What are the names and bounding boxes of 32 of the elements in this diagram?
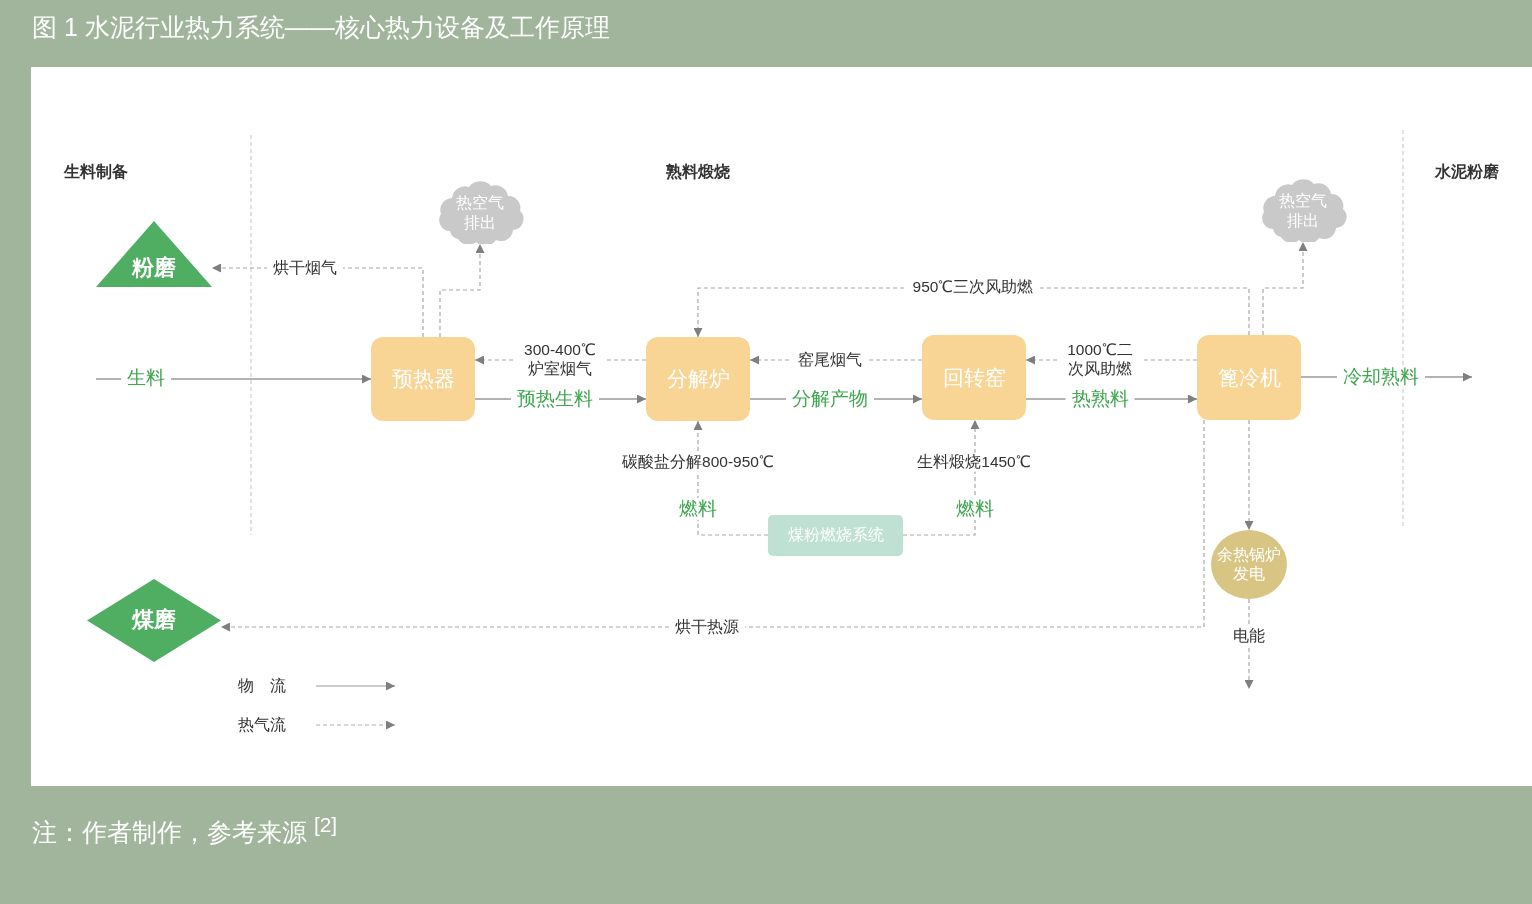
edge-label: 烘干烟气 (267, 258, 343, 278)
dashed-arrow (1262, 241, 1308, 336)
dashed-arrow (439, 243, 485, 338)
process-box: 分解炉 (646, 337, 750, 421)
legend-label: 物 流 (238, 675, 286, 696)
triangle-node: 粉磨 (96, 221, 212, 287)
edge-label: 1000℃二次风助燃 (1058, 341, 1142, 379)
section-heading: 生料制备 (64, 161, 128, 182)
edge-label: 分解产物 (786, 387, 874, 411)
edge-label: 生料 (121, 366, 171, 390)
diamond-node: 煤磨 (87, 579, 221, 662)
edge-label: 窑尾烟气 (792, 350, 868, 370)
edge-label: 冷却熟料 (1337, 365, 1425, 389)
edge-label: 预热生料 (511, 387, 599, 411)
process-box: 篦冷机 (1197, 335, 1301, 420)
edge-label: 300-400℃炉室烟气 (514, 341, 606, 379)
dashed-arrow (220, 419, 1205, 632)
figure-caption: 注：作者制作，参考来源 $^{[2]}$ (32, 812, 338, 849)
dashed-arrow (1244, 598, 1254, 690)
process-box: 回转窑 (922, 335, 1026, 420)
dashed-arrow (1244, 419, 1254, 531)
edge-label: 热熟料 (1065, 387, 1135, 411)
system-box: 煤粉燃烧系统 (768, 515, 903, 556)
figure-title: 图 1 水泥行业热力系统——核心热力设备及工作原理 (32, 12, 610, 43)
edge-label: 950℃三次风助燃 (906, 277, 1040, 297)
section-heading: 熟料煅烧 (666, 161, 730, 182)
section-heading: 水泥粉磨 (1435, 161, 1499, 182)
edge-label: 烘干热源 (669, 617, 745, 637)
process-box: 预热器 (371, 337, 475, 421)
legend-label: 热气流 (238, 714, 286, 735)
dashed-arrow (693, 420, 769, 536)
dashed-arrow (902, 419, 980, 536)
